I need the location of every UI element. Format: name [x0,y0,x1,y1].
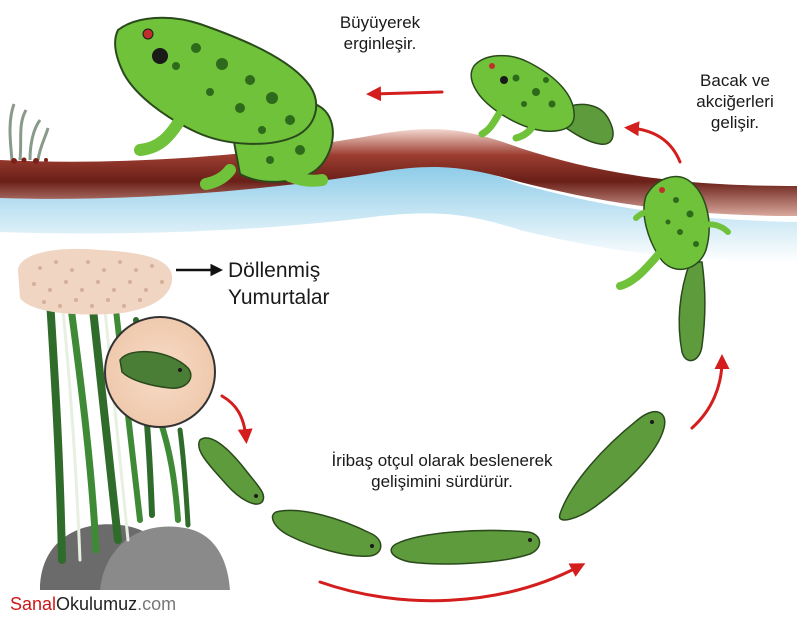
label-legs-line-3: gelişir. [676,112,794,133]
label-eggs-stage: Döllenmiş Yumurtalar [228,257,330,311]
arrow-to-adult [372,92,442,94]
label-tadpole-line-2: gelişimini sürdürür. [262,471,622,492]
watermark-part-3: .com [137,594,176,614]
label-adult-line-2: erginleşir. [290,33,470,54]
label-eggs-line-1: Döllenmiş [228,257,330,284]
label-legs-line-1: Bacak ve [676,70,794,91]
watermark-part-2: Okulumuz [56,594,137,614]
grass-tuft [10,104,48,160]
label-legs-lungs-stage: Bacak ve akciğerleri gelişir. [676,70,794,133]
label-tadpole-line-1: İribaş otçul olarak beslenerek [262,450,622,471]
tadpole-stage-1 [199,438,264,504]
young-frog [471,56,613,145]
arrow-to-young-frog [630,128,680,162]
tadpole-stage-2 [272,510,380,556]
egg-mass [18,249,172,315]
label-eggs-line-2: Yumurtalar [228,284,330,311]
label-adult-line-1: Büyüyerek [290,12,470,33]
label-tadpole-stage: İribaş otçul olarak beslenerek gelişimin… [262,450,622,492]
label-adult-stage: Büyüyerek erginleşir. [290,12,470,54]
rocks [40,524,230,590]
tadpole-stage-3 [391,531,539,564]
site-watermark: SanalOkulumuz.com [10,594,176,615]
arrow-to-froglet [692,360,722,428]
watermark-part-1: Sanal [10,594,56,614]
label-legs-line-2: akciğerleri [676,91,794,112]
embryo-magnifier [105,317,215,427]
arrow-bottom [320,566,580,601]
arrow-to-tadpole [222,396,246,438]
